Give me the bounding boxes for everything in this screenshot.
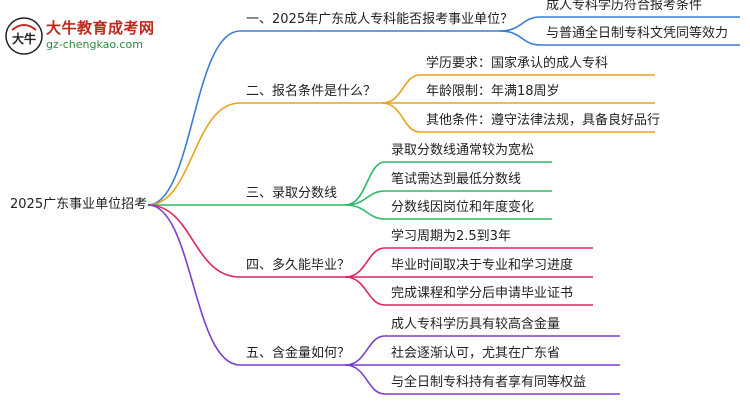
site-logo[interactable]: 大牛 大牛教育成考网 gz-chengkao.com [4,14,164,58]
leaf-label: 成人专科学历具有较高含金量 [391,317,561,332]
root-node-label: 2025广东事业单位招考 [10,197,148,212]
branch-connector [147,102,241,206]
leaf-connector [344,247,386,278]
logo-mark-glyph: 大牛 [12,31,36,46]
leaf-label: 年龄限制：年满18周岁 [426,84,560,99]
leaf-connector [344,364,386,395]
leaf-label: 学历要求：国家承认的成人专科 [426,56,609,71]
leaf-connector [344,204,386,220]
leaf-connector [381,74,421,104]
leaf-label: 录取分数线通常较为宽松 [391,143,535,158]
leaf-label: 与普通全日制专科文凭同等效力 [546,26,729,41]
leaf-label: 其他条件：遵守法律法规，具备良好品行 [426,113,661,128]
leaf-label: 学习周期为2.5到3年 [391,229,511,244]
leaf-label: 完成课程和学分后申请毕业证书 [391,286,574,301]
branch-label: 三、录取分数线 [246,186,338,201]
logo-mark-icon: 大牛 [5,17,43,55]
leaf-label: 社会逐渐认可，尤其在广东省 [391,346,561,361]
branch-connector [147,204,241,366]
leaf-connector [344,276,386,306]
branch-label: 二、报名条件是什么？ [246,84,377,99]
leaf-label: 毕业时间取决于专业和学习进度 [391,258,574,273]
branch-label: 五、含金量如何？ [246,346,351,361]
leaf-label: 与全日制专科持有者享有同等权益 [391,375,587,390]
leaf-connector [499,30,541,46]
leaf-label: 笔试需达到最低分数线 [391,172,522,187]
leaf-label: 分数线因岗位和年度变化 [391,200,535,215]
logo-title: 大牛教育成考网 [46,19,155,37]
branch-connector [147,30,241,206]
branch-label: 四、多久能毕业？ [246,258,351,273]
leaf-connector [344,335,386,366]
leaf-connector [381,102,421,133]
branch-connector [147,204,241,278]
logo-url: gz-chengkao.com [46,38,143,51]
leaf-label: 成人专科学历符合报考条件 [546,0,703,13]
branch-label: 一、2025年广东成人专科能否报考事业单位？ [246,12,514,27]
